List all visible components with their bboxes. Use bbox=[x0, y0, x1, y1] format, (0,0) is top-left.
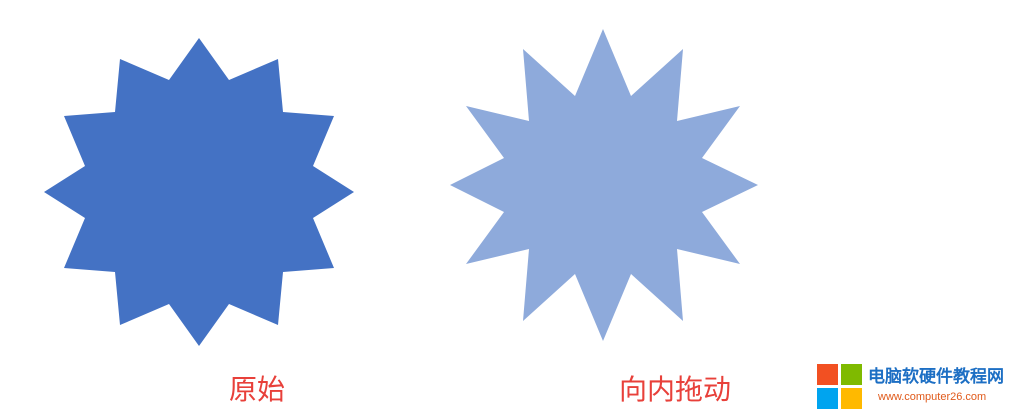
windows-logo-icon bbox=[817, 364, 862, 409]
watermark-title: 电脑软硬件教程网 bbox=[868, 367, 1004, 387]
caption-original: 原始 bbox=[229, 373, 286, 406]
caption-dragged-inward: 向内拖动 bbox=[619, 373, 732, 406]
original-12-point-star[interactable] bbox=[44, 38, 354, 346]
inward-dragged-12-point-star[interactable] bbox=[450, 29, 758, 341]
watermark: 电脑软硬件教程网 www.computer26.com bbox=[816, 363, 1016, 411]
watermark-url: www.computer26.com bbox=[878, 391, 987, 403]
